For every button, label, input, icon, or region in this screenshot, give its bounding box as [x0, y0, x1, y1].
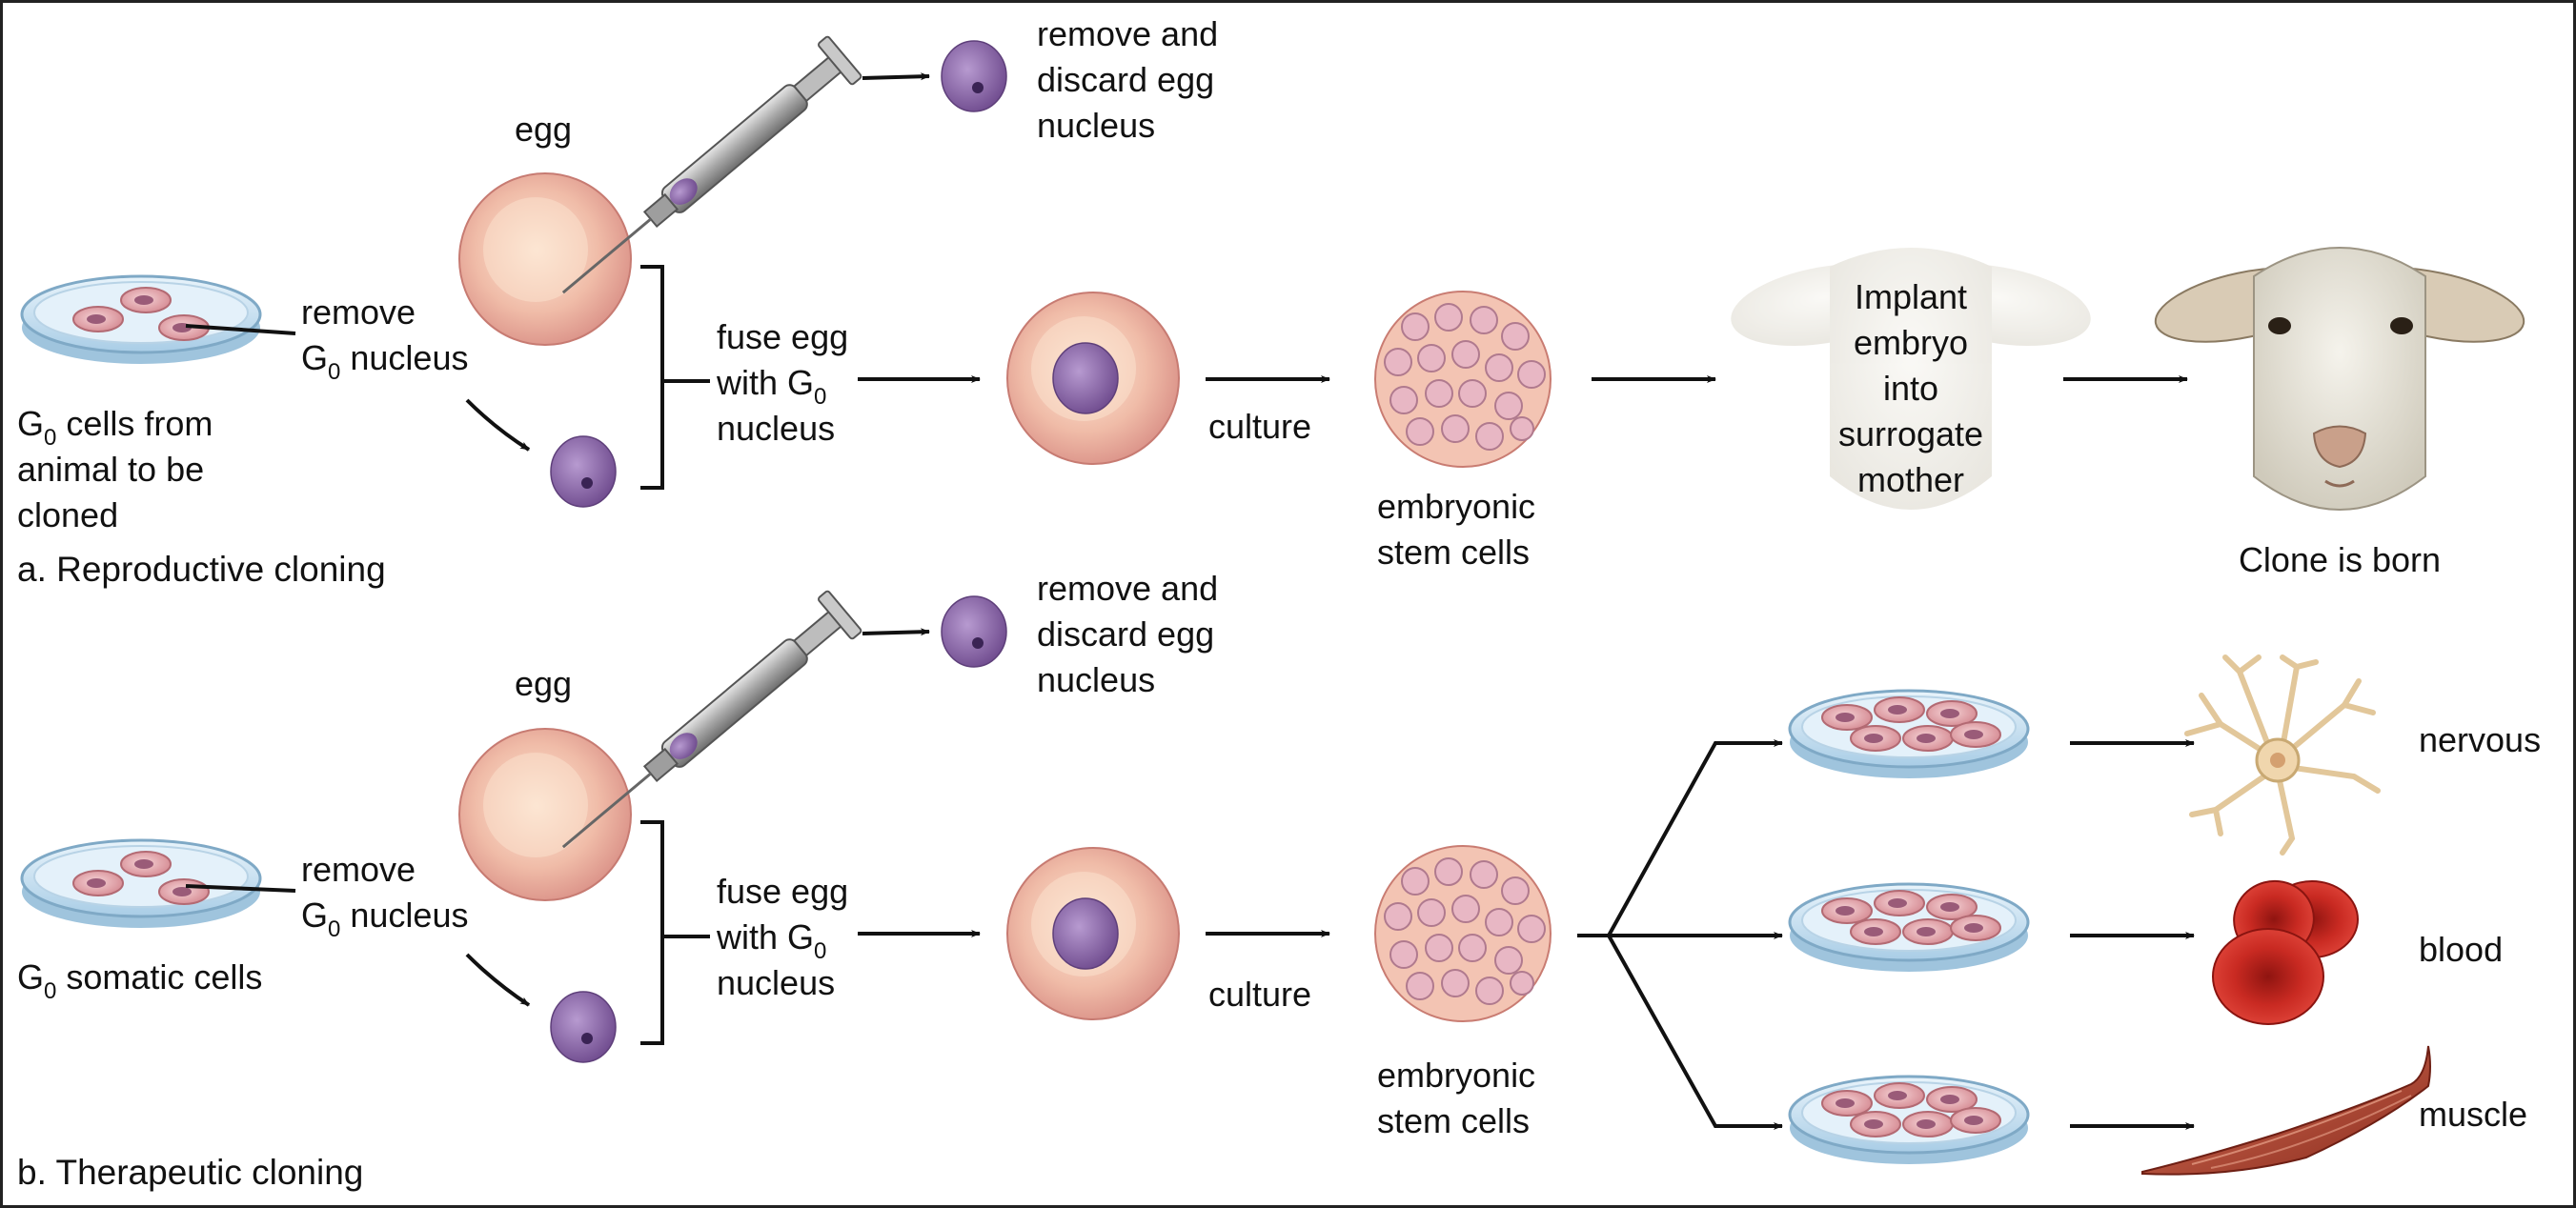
g0-nucleus-b [550, 991, 617, 1063]
fused-egg-b [1006, 847, 1180, 1020]
panel-b-title: b. Therapeutic cloning [17, 1153, 363, 1192]
g0-nucleus-a [550, 435, 617, 508]
arrow-discard-a [862, 72, 930, 81]
remove-g0-label-b-line1: remove [301, 850, 416, 889]
fuse-label-a-line1: fuse egg [717, 317, 848, 356]
fuse-label-a-line2: with G0 [716, 363, 826, 410]
stem-label-b-line1: embryonic [1377, 1056, 1535, 1095]
fuse-label-b-line1: fuse egg [717, 872, 848, 911]
bracket-a [640, 265, 664, 490]
stem-cell-ball-a [1374, 291, 1552, 468]
fuse-label-b-line2: with G0 [716, 917, 826, 964]
fuse-label-b-line3: nucleus [717, 963, 835, 1002]
implant-label-line4: surrogate [1838, 414, 1983, 453]
stem-label-a-line2: stem cells [1377, 533, 1530, 572]
egg-label-a: egg [515, 110, 572, 149]
panel-b: G0 somatic cells remove G0 nucleus b. Th… [17, 569, 2541, 1192]
egg-label-b: egg [515, 664, 572, 703]
fuse-label-a-line3: nucleus [717, 409, 835, 448]
discard-label-b-line3: nucleus [1037, 660, 1155, 699]
stem-label-b-line2: stem cells [1377, 1101, 1530, 1140]
discard-label-a-line3: nucleus [1037, 106, 1155, 145]
branch-arrow-nervous [1607, 739, 1783, 936]
implant-label-line5: mother [1857, 460, 1964, 499]
nerve-cell-illustration [2184, 654, 2381, 856]
culture-dish-blood [1788, 882, 2030, 974]
implant-label-line2: embryo [1854, 323, 1968, 362]
culture-dish-muscle [1788, 1075, 2030, 1166]
discard-label-b-line1: remove and [1037, 569, 1218, 608]
culture-label-b: culture [1208, 975, 1311, 1014]
output-label-blood: blood [2419, 930, 2503, 969]
discard-nucleus-b [941, 595, 1007, 668]
surrogate-goat-illustration [1731, 248, 2091, 510]
implant-label-line3: into [1883, 369, 1938, 408]
remove-g0-label-b-line2: G0 nucleus [301, 896, 468, 942]
arrow-g0-nucleus-a [465, 398, 531, 452]
source-dish-b [20, 838, 262, 930]
clone-goat-illustration [2154, 247, 2525, 511]
discard-label-a-line2: discard egg [1037, 60, 1214, 99]
arrow-discard-b [862, 628, 930, 636]
discard-label-b-line2: discard egg [1037, 614, 1214, 654]
source-label-b: G0 somatic cells [17, 957, 262, 1004]
pointer-line-a [185, 324, 296, 335]
source-label-a-line3: cloned [17, 495, 118, 534]
muscle-illustration [2141, 1045, 2431, 1176]
clone-born-label: Clone is born [2239, 540, 2441, 579]
implant-label-line1: Implant [1855, 277, 1967, 316]
red-blood-cells-illustration [2212, 879, 2359, 1025]
egg-b [458, 728, 632, 901]
branch-arrow-muscle [1607, 935, 1783, 1130]
output-label-muscle: muscle [2419, 1095, 2527, 1134]
stem-cell-ball-b [1374, 845, 1552, 1022]
fused-egg-a [1006, 292, 1180, 465]
remove-g0-label-a-line2: G0 nucleus [301, 338, 468, 385]
pointer-line-b [185, 884, 296, 893]
panel-a: G0 cells from animal to be cloned remove… [17, 14, 2525, 589]
source-dish-a [20, 274, 262, 366]
discard-label-a-line1: remove and [1037, 14, 1218, 53]
source-label-a-line1: G0 cells from [17, 404, 213, 451]
discard-nucleus-a [941, 40, 1007, 112]
output-label-nervous: nervous [2419, 720, 2541, 759]
remove-g0-label-a-line1: remove [301, 292, 416, 332]
source-label-a-line2: animal to be [17, 450, 204, 489]
stem-label-a-line1: embryonic [1377, 487, 1535, 526]
panel-a-title: a. Reproductive cloning [17, 550, 386, 589]
culture-dish-nervous [1788, 689, 2030, 780]
bracket-b [640, 820, 664, 1045]
arrow-g0-nucleus-b [465, 953, 531, 1007]
culture-label-a: culture [1208, 407, 1311, 446]
